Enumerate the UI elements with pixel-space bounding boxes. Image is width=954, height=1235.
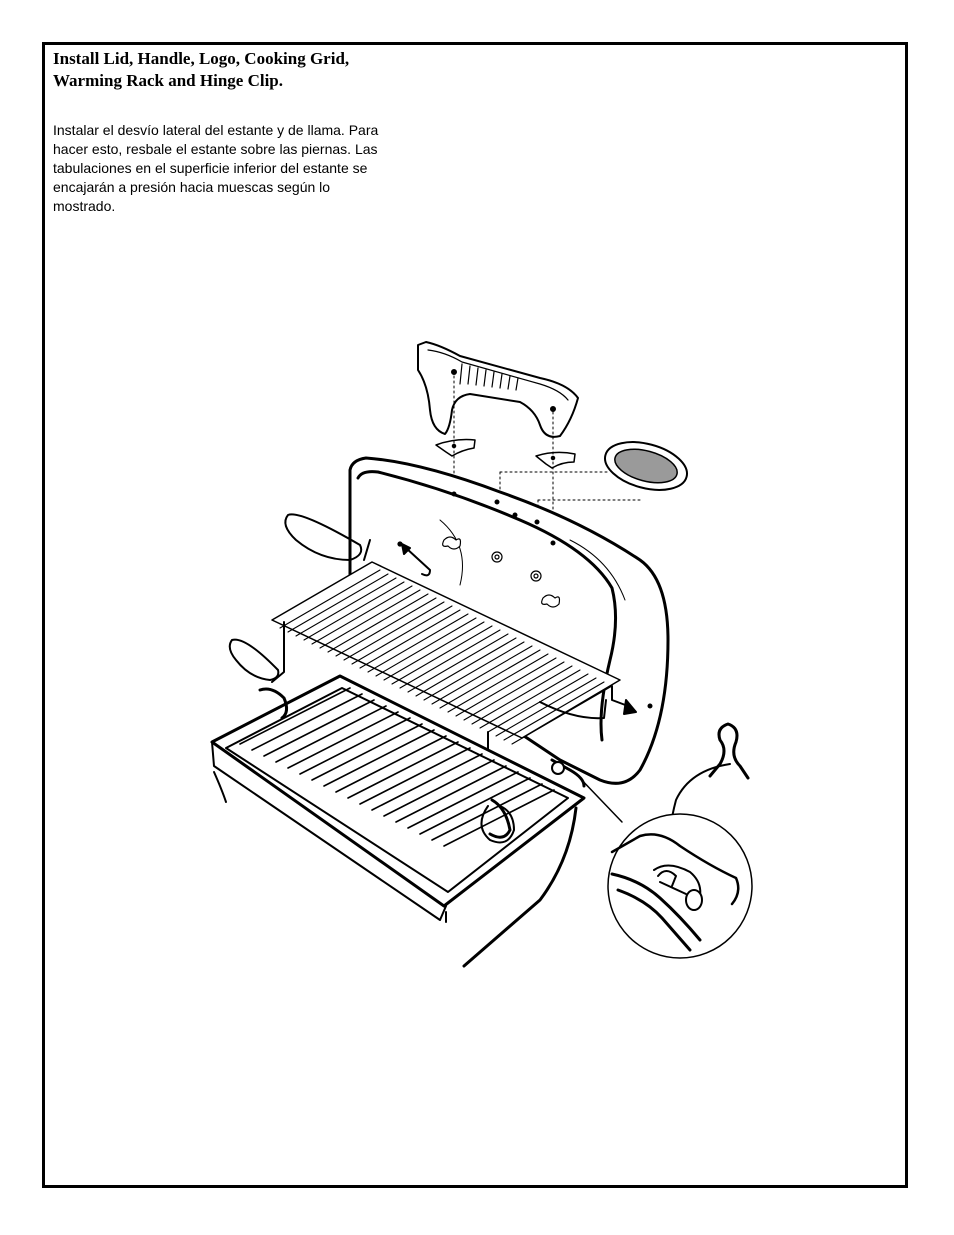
handle-part [417,341,579,438]
handle-bracket-right [535,451,576,469]
instruction-text: Instalar el desvío lateral del estante y… [53,122,379,214]
handle-bracket-left [435,438,476,457]
hinge-detail-callout [607,813,753,959]
page-title: Install Lid, Handle, Logo, Cooking Grid,… [53,49,350,90]
callout-leader [575,773,623,823]
cooking-grid [239,687,555,847]
hinge-clip [708,722,750,780]
page-border [42,42,908,1188]
firebox [210,674,586,968]
motion-arrows [228,513,637,844]
logo-badge [604,441,688,491]
wing-nuts [397,536,561,608]
